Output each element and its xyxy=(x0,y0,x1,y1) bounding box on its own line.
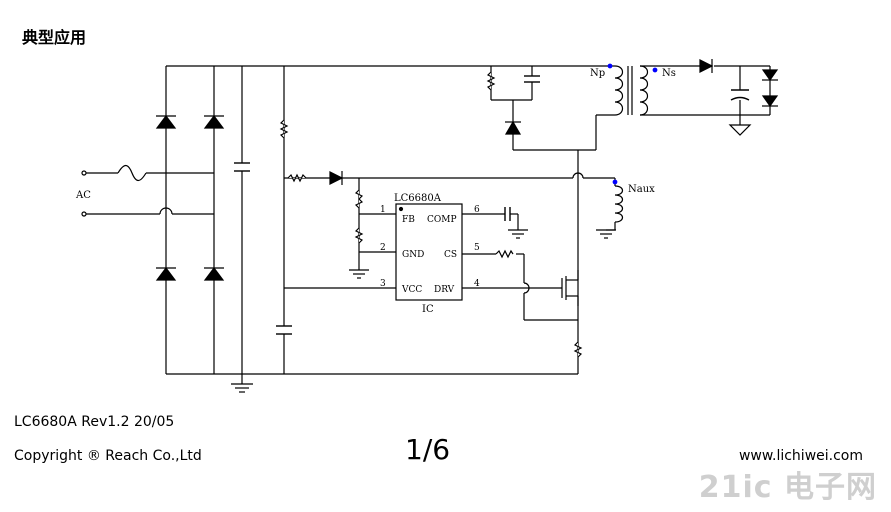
pin3-name: VCC xyxy=(401,285,422,295)
copyright: Copyright ® Reach Co.,Ltd xyxy=(14,448,202,464)
ac-label: AC xyxy=(75,190,91,201)
ns-label: Ns xyxy=(662,68,676,79)
ic-package xyxy=(395,203,463,301)
pin2-name: GND xyxy=(402,250,424,260)
pin1-name: FB xyxy=(402,215,415,225)
ac-terminal xyxy=(81,211,87,217)
capacitors xyxy=(234,75,750,335)
page-number: 1/6 xyxy=(405,433,451,466)
circuit-schematic: AC LC6680A IC Np Ns Naux 1 FB 2 GND 3 VC… xyxy=(75,59,779,393)
pin4-num: 4 xyxy=(474,279,480,289)
pin5-num: 5 xyxy=(474,243,480,253)
ic-ref-label: IC xyxy=(422,304,434,315)
bridge-diodes xyxy=(155,59,779,281)
pin5-name: CS xyxy=(444,250,457,260)
mosfet xyxy=(561,270,579,306)
pin2-num: 2 xyxy=(380,243,386,253)
fuse xyxy=(117,164,147,182)
ground-symbols xyxy=(231,124,752,393)
ic-part-label: LC6680A xyxy=(394,193,442,204)
pin4-name: DRV xyxy=(434,285,455,295)
np-label: Np xyxy=(590,68,605,79)
pin1-num: 1 xyxy=(380,205,386,215)
page-heading: 典型应用 xyxy=(22,28,87,47)
pin6-name: COMP xyxy=(427,215,457,225)
pin6-num: 6 xyxy=(474,205,480,215)
transformer xyxy=(607,63,658,223)
watermark-logo: 21ic 电子网 xyxy=(698,470,877,505)
pin3-num: 3 xyxy=(380,279,386,289)
website-link[interactable]: www.lichiwei.com xyxy=(738,448,863,464)
doc-revision: LC6680A Rev1.2 20/05 xyxy=(14,414,175,430)
resistors xyxy=(279,71,583,358)
naux-label: Naux xyxy=(628,184,655,195)
ac-terminal xyxy=(81,170,87,176)
